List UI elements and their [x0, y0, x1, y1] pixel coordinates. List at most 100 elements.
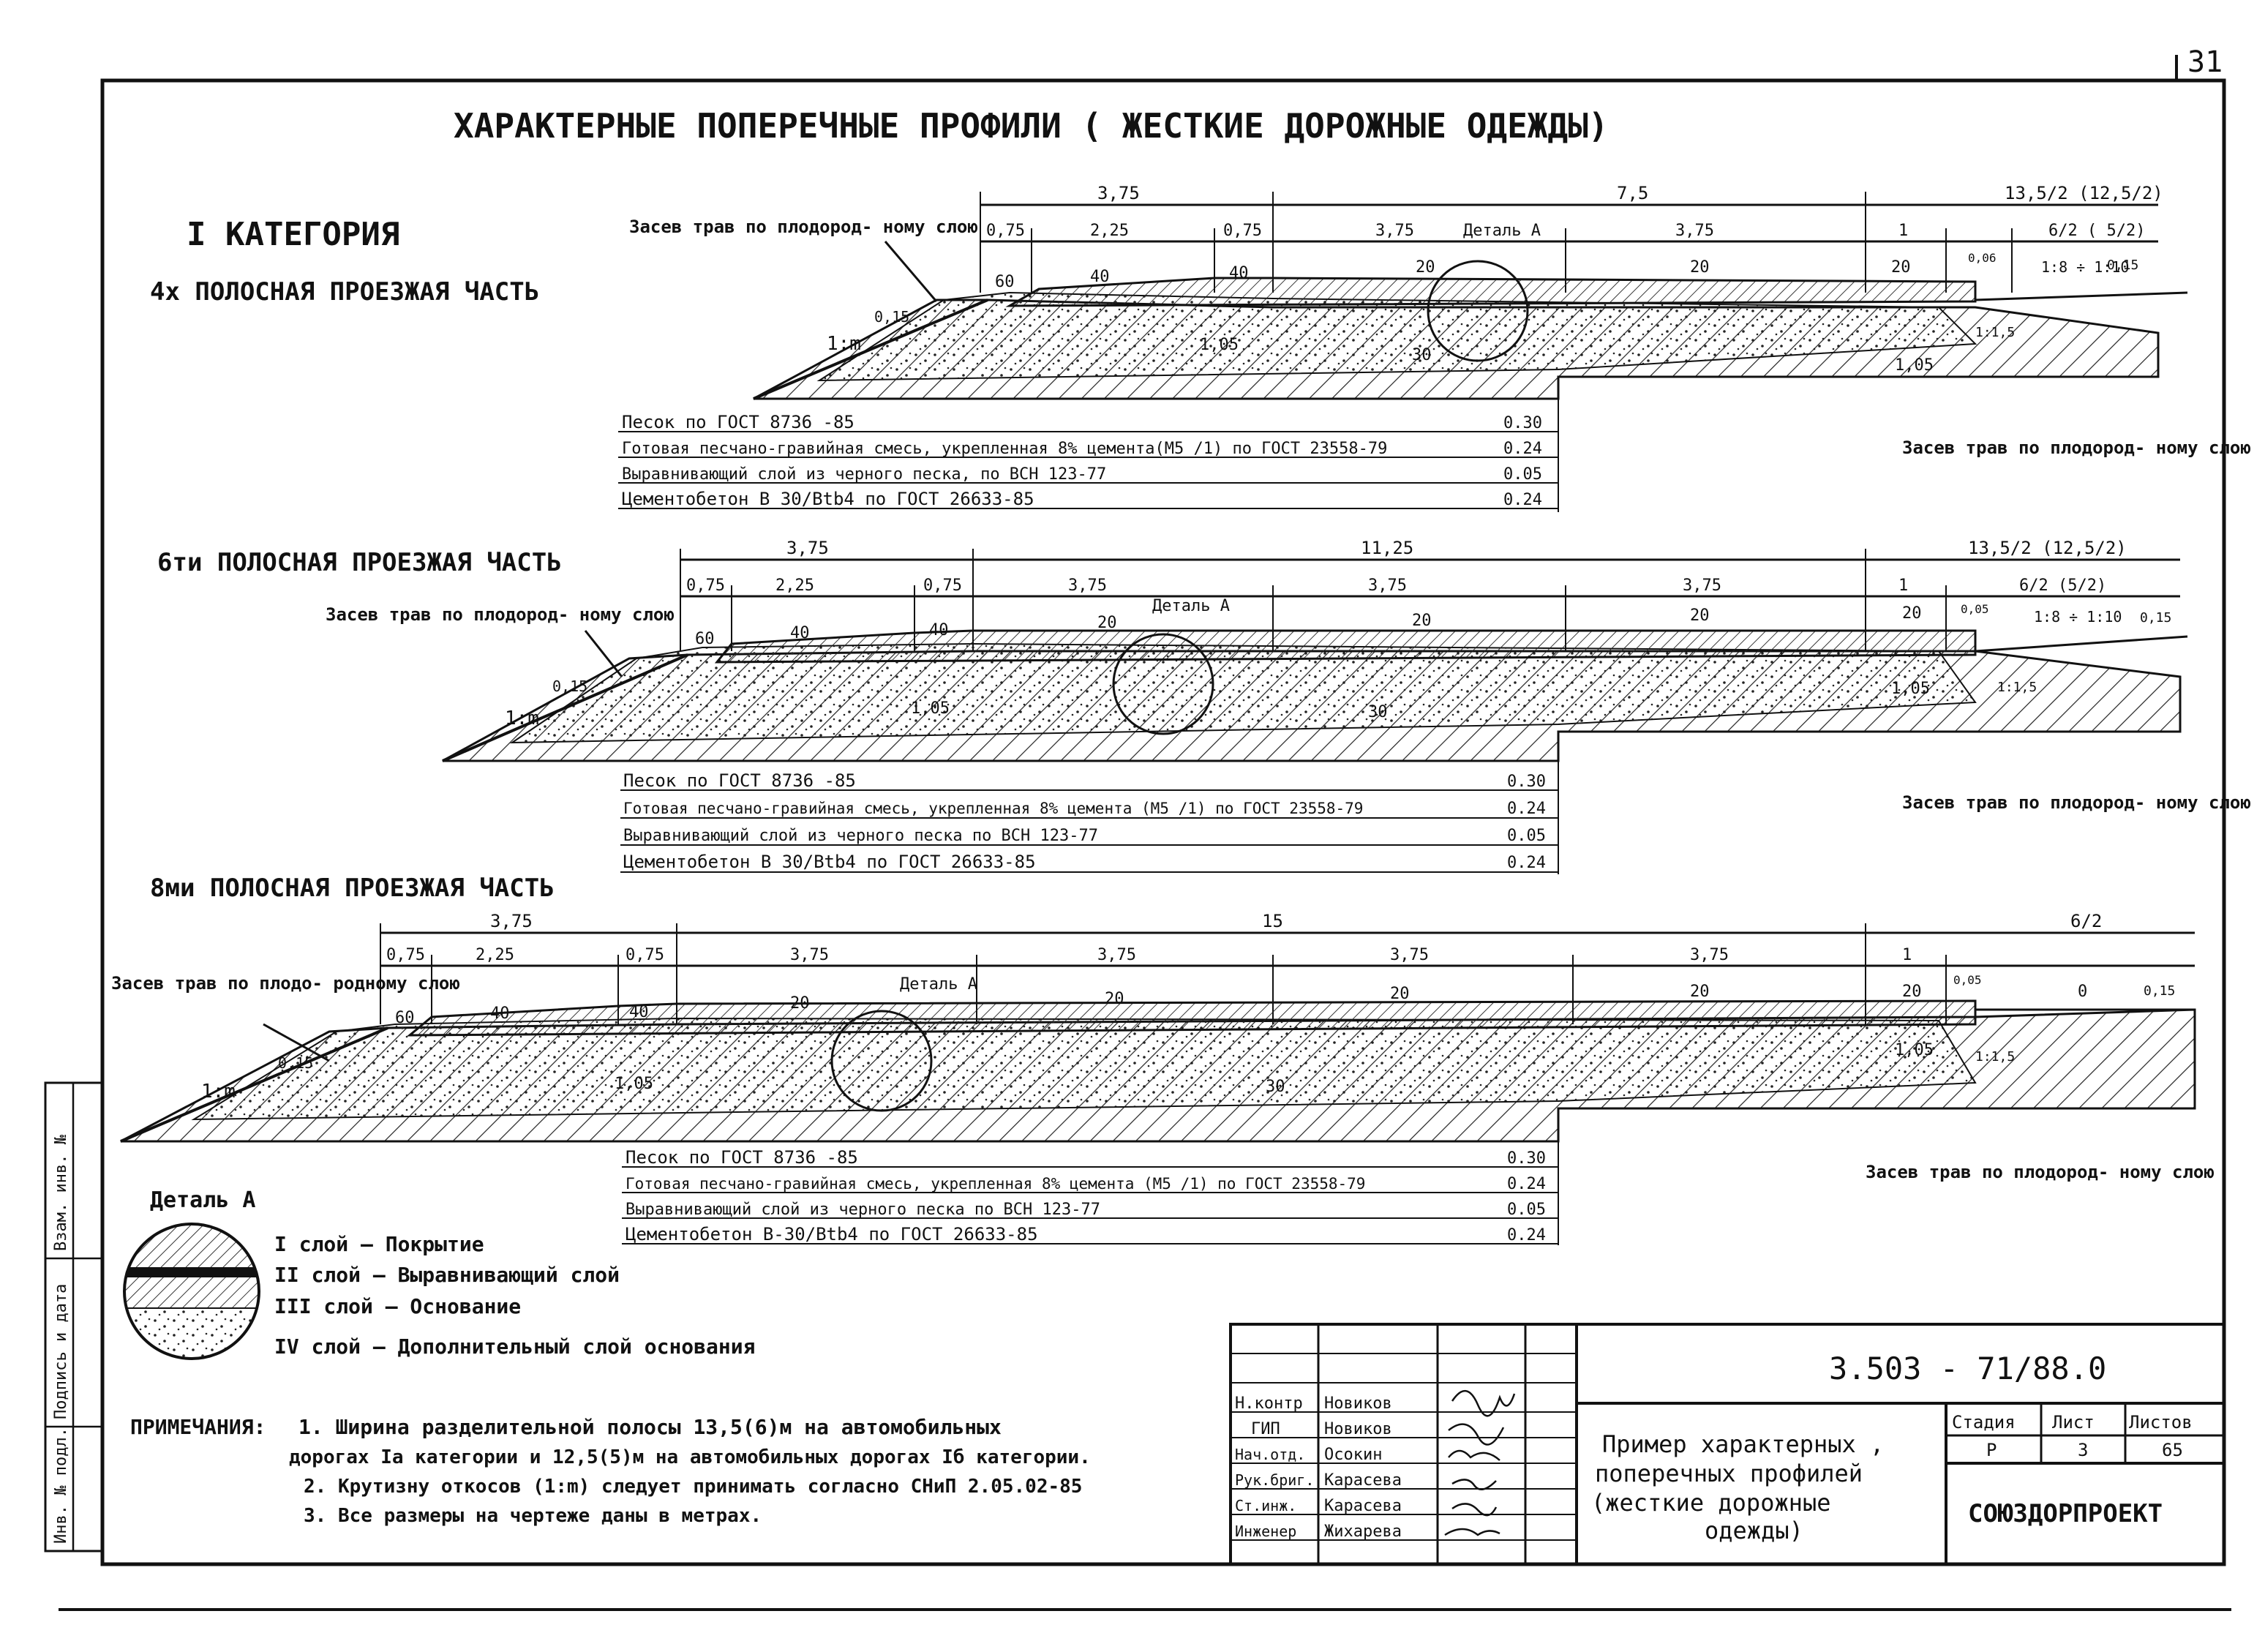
sheet-corner-number: 31: [2187, 45, 2223, 79]
dim-sub-1: 0,75: [686, 577, 725, 595]
grass-label-right: Засев трав по плодород- ному слою: [1902, 438, 2251, 458]
misc-9: 1:1,5: [1997, 680, 2037, 695]
grass-label-right: Засев трав по плодород- ному слою: [1902, 792, 2251, 813]
layer-4-text: Цементобетон В 30/Вtb4 по ГОСТ 26633-85: [623, 852, 1036, 872]
legend-item-4: IV слой — Дополнительный слой основания: [274, 1334, 755, 1359]
layer-1-text: Песок по ГОСТ 8736 -85: [623, 770, 856, 791]
misc-1: 1:m: [827, 333, 861, 355]
staff-name-6: Жихарева: [1324, 1523, 1402, 1541]
note-2: 2. Крутизну откосов (1:m) следует приним…: [304, 1476, 1082, 1498]
layer-1-value: 0.30: [1507, 773, 1546, 791]
layer-table: Песок по ГОСТ 8736 -85 0.30 Готовая песч…: [622, 1141, 1559, 1245]
detail-a-label: Деталь А: [900, 975, 977, 994]
misc-7: 0,15: [2140, 610, 2171, 626]
layer-table: Песок по ГОСТ 8736 -85 0.30 Готовая песч…: [618, 399, 1559, 512]
misc-1: 1:m: [505, 707, 539, 729]
slope-1: 60: [995, 273, 1015, 291]
legend-item-3: III слой — Основание: [274, 1294, 521, 1318]
detail-legend-title: Деталь А: [150, 1187, 256, 1213]
document-code: 3.503 - 71/88.0: [1829, 1351, 2106, 1386]
misc-2: 0,15: [278, 1054, 313, 1072]
sheet-value: 3: [2078, 1440, 2088, 1460]
layer-1-value: 0.30: [1503, 414, 1542, 432]
binding-label-3: Взам. инв. №: [52, 1135, 70, 1251]
layer-4-value: 0.24: [1507, 1226, 1546, 1244]
layer-2-value: 0.24: [1507, 1175, 1546, 1193]
drawing-description-3: (жесткие дорожные: [1591, 1489, 1831, 1517]
dim-top-2: 7,5: [1617, 183, 1648, 203]
organization: СОЮЗДОРПРОЕКТ: [1968, 1499, 2163, 1528]
drawing-title: ХАРАКТЕРНЫЕ ПОПЕРЕЧНЫЕ ПРОФИЛИ ( ЖЕСТКИЕ…: [454, 106, 1609, 146]
profile-heading: 8ми ПОЛОСНАЯ ПРОЕЗЖАЯ ЧАСТЬ: [150, 874, 555, 903]
drawing-description-4: одежды): [1705, 1517, 1803, 1544]
binding-label-1: Инв. № подл.: [52, 1427, 70, 1544]
sheets-value: 65: [2162, 1440, 2183, 1460]
notes: ПРИМЕЧАНИЯ: 1. Ширина разделительной пол…: [130, 1415, 1091, 1527]
legend-item-1: I слой — Покрытие: [274, 1232, 484, 1256]
pavement-layer: [714, 629, 1977, 664]
dim-sub-5: 3,75: [1097, 946, 1136, 964]
binding-strip: Инв. № подл. Подпись и дата Взам. инв. №: [44, 1081, 104, 1552]
slope-line: [753, 299, 988, 400]
dim-sub-7: 6/2 ( 5/2): [2048, 222, 2145, 240]
stage-value: Р: [1986, 1440, 1997, 1460]
dim-sub-2: 2,25: [476, 946, 514, 964]
dim-sub-5: 3,75: [1675, 222, 1714, 240]
slope-2: 40: [490, 1005, 510, 1023]
grass-label-left: Засев трав по плодо- родному слою: [111, 973, 460, 994]
grass-label-left: Засев трав по плодород- ному слою: [326, 604, 675, 625]
profile-heading: 4х ПОЛОСНАЯ ПРОЕЗЖАЯ ЧАСТЬ: [150, 277, 539, 307]
detail-a-label: Деталь А: [1463, 222, 1541, 240]
slope-8: 20: [1902, 983, 1922, 1001]
layer-3-text: Выравнивающий слой из черного песка, по …: [622, 465, 1106, 484]
dim-sub-5: 3,75: [1368, 577, 1407, 595]
layer-2-value: 0.24: [1507, 800, 1546, 818]
dim-sub-3: 0,75: [1223, 222, 1262, 240]
layer-2-value: 0.24: [1503, 440, 1542, 458]
detail-a-label: Деталь А: [1152, 597, 1230, 615]
drawing-description-1: Пример характерных ,: [1602, 1430, 1884, 1458]
layer-3-value: 0.05: [1507, 827, 1546, 845]
misc-2: 0,15: [552, 677, 587, 695]
dim-sub-4: 3,75: [1375, 222, 1414, 240]
misc-4: 1,05: [1895, 356, 1934, 375]
dim-sub-6: 1: [1898, 222, 1908, 240]
dim-sub-7: 1: [1898, 577, 1908, 595]
profile-4-lane: 4х ПОЛОСНАЯ ПРОЕЗЖАЯ ЧАСТЬ Засев трав по…: [150, 183, 2251, 512]
layer-3-text: Выравнивающий слой из черного песка по В…: [623, 827, 1098, 845]
slope-1: 60: [395, 1009, 415, 1027]
staff-name-2: Новиков: [1324, 1420, 1392, 1438]
layer-2-text: Готовая песчано-гравийная смесь, укрепле…: [623, 800, 1363, 817]
dim-top-3: 13,5/2 (12,5/2): [2005, 183, 2163, 203]
profile-6-lane: 6ти ПОЛОСНАЯ ПРОЕЗЖАЯ ЧАСТЬ Засев трав п…: [157, 538, 2251, 874]
detail-a-circle: [1112, 633, 1214, 735]
title-block: Н.контр Новиков ГИП Новиков Нач.отд. Осо…: [1229, 1323, 2225, 1566]
note-1-cont: дорогах Iа категории и 12,5(5)м на автом…: [289, 1446, 1091, 1468]
slope-5: 20: [1690, 258, 1710, 277]
detail-a-circle: [830, 1010, 933, 1112]
dim-sub-3: 0,75: [923, 577, 962, 595]
legend-item-2: II слой — Выравнивающий слой: [274, 1263, 620, 1287]
dim-top-1: 3,75: [786, 538, 829, 558]
misc-5: 30: [1266, 1078, 1285, 1096]
misc-8: 1:1,5: [1975, 1049, 2015, 1065]
layer-3-value: 0.05: [1503, 465, 1542, 484]
staff-role-2: ГИП: [1251, 1420, 1280, 1438]
staff-role-5: Ст.инж.: [1235, 1497, 1296, 1514]
slope-5: 20: [1105, 990, 1124, 1008]
staff-name-3: Осокин: [1324, 1446, 1382, 1464]
sheets-header: Листов: [2129, 1412, 2193, 1433]
dim-sub-6: 3,75: [1683, 577, 1721, 595]
misc-3: 1,05: [911, 699, 950, 718]
detail-a-circle: [1427, 260, 1529, 362]
note-3: 3. Все размеры на чертеже даны в метрах.: [304, 1505, 762, 1527]
shoulder-line: [1975, 291, 2188, 301]
misc-5: 30: [1412, 346, 1432, 364]
dim-top-1: 3,75: [490, 911, 533, 931]
pavement-layer: [1005, 277, 1977, 307]
slope-7: 20: [1902, 604, 1922, 623]
slope-6: 20: [1690, 607, 1710, 625]
layer-2-text: Готовая песчано-гравийная смесь, укрепле…: [626, 1175, 1365, 1193]
layer-3-value: 0.05: [1507, 1201, 1546, 1219]
notes-label: ПРИМЕЧАНИЯ:: [130, 1415, 266, 1439]
